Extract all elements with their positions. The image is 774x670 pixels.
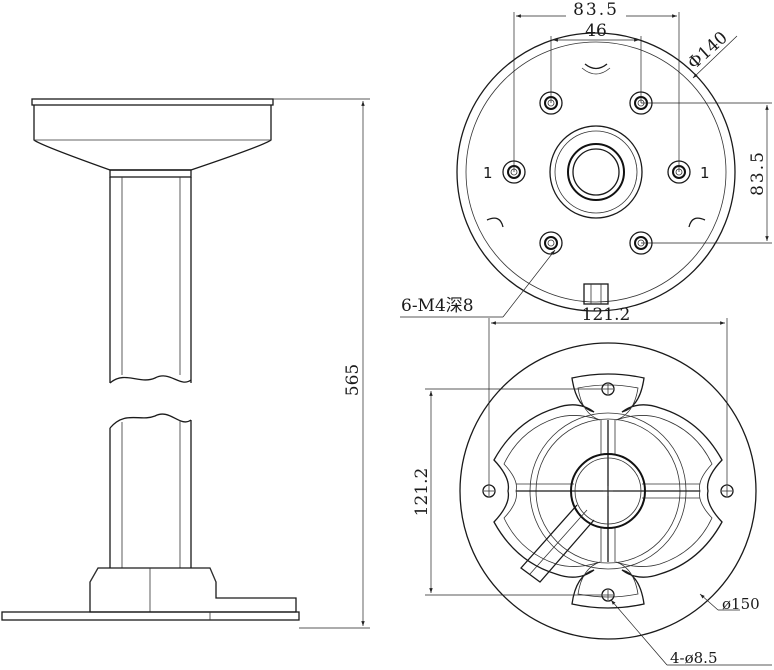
base-hole-spec-leader: 4-ø8.5: [610, 599, 772, 667]
hole-bottom-left: [539, 231, 563, 255]
base-diameter-label: ø150: [722, 595, 760, 613]
base-hole-left: [482, 484, 496, 498]
height-label: 565: [343, 364, 363, 396]
base-cable-channel: [520, 504, 595, 583]
base-lobed-wall: [493, 373, 723, 609]
top-bolt-spacing-outer-label: 83.5: [573, 0, 619, 20]
pole-upper: [109, 169, 192, 384]
base-bolt-spacing-vertical-dim: 121.2: [412, 388, 602, 596]
base-bolt-spacing-horizontal-dim: 121.2: [488, 305, 728, 485]
top-cap: [31, 98, 274, 171]
top-hole-spec-leader: 6-M4深8: [400, 249, 556, 318]
base-hole-spec-label: 4-ø8.5: [670, 649, 718, 667]
top-bolt-spacing-outer-dim: 83.5: [513, 0, 680, 172]
top-view: 1 1 83.5 46 Φ140 83.5: [400, 0, 772, 318]
base-foot: [1, 567, 300, 621]
base-hole-bottom: [601, 588, 615, 602]
base-view: 121.2 121.2 ø150 4-ø8.5: [412, 305, 772, 667]
base-diameter-dim: ø150: [699, 593, 760, 613]
top-bolt-spacing-vertical-label: 83.5: [748, 150, 768, 196]
base-bolt-spacing-horizontal-label: 121.2: [582, 305, 631, 325]
side-view: 565: [1, 98, 370, 629]
hole-mark-left: 1: [483, 164, 493, 182]
center-hub: [549, 125, 643, 219]
pole-lower: [109, 413, 192, 568]
top-bolt-spacing-inner-label: 46: [585, 21, 607, 41]
base-bolt-holes: [482, 382, 734, 602]
top-bolt-spacing-vertical-dim: 83.5: [641, 102, 772, 244]
mounting-holes: [502, 91, 691, 255]
base-bolt-spacing-vertical-label: 121.2: [412, 468, 432, 517]
top-bolt-spacing-inner-dim: 46: [550, 21, 642, 103]
hole-mark-right: 1: [700, 164, 710, 182]
base-hole-right: [720, 484, 734, 498]
top-diameter-dim: Φ140: [684, 28, 738, 79]
top-diameter-label: Φ140: [684, 28, 732, 74]
top-hole-spec-label: 6-M4深8: [401, 296, 474, 316]
height-dimension: 565: [273, 98, 370, 629]
base-hole-top: [601, 382, 615, 396]
